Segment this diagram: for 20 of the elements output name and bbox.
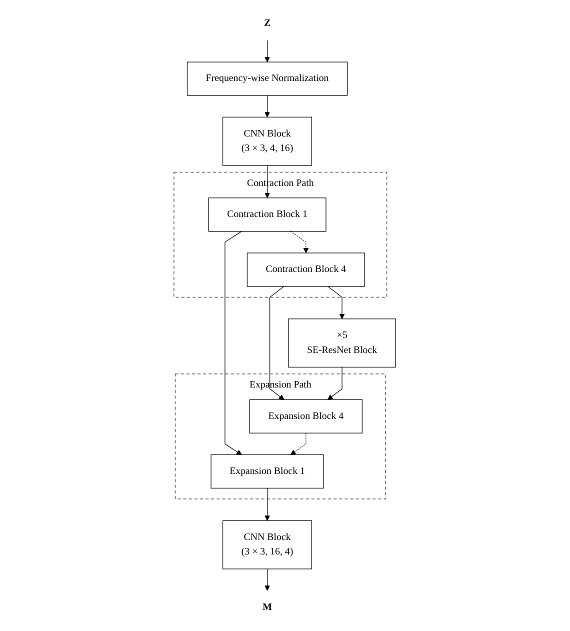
node-box: CNN Block (3 × 3, 4, 16) [222,116,312,166]
node-box: Expansion Block 1 [210,454,324,488]
node-box: Contraction Block 4 [247,252,366,287]
arrow [328,366,343,400]
arrow [264,95,270,118]
node-box: CNN Block (3 × 3, 16, 4) [222,520,312,570]
node-text: Z [264,18,271,29]
arrow [328,286,345,320]
node-text: M [262,602,272,612]
arrow [264,40,270,62]
arrow [270,286,284,400]
node-box: Contraction Block 1 [208,198,326,232]
node-box: Expansion Block 4 [250,399,363,434]
arrow [264,568,270,591]
arrow [224,231,242,455]
arrow [290,231,309,254]
node-box: Frequency-wise Normalization [187,62,348,96]
arrow [264,488,270,521]
node-box: ×5 SE-ResNet Block [288,318,396,368]
arrow [290,432,306,455]
